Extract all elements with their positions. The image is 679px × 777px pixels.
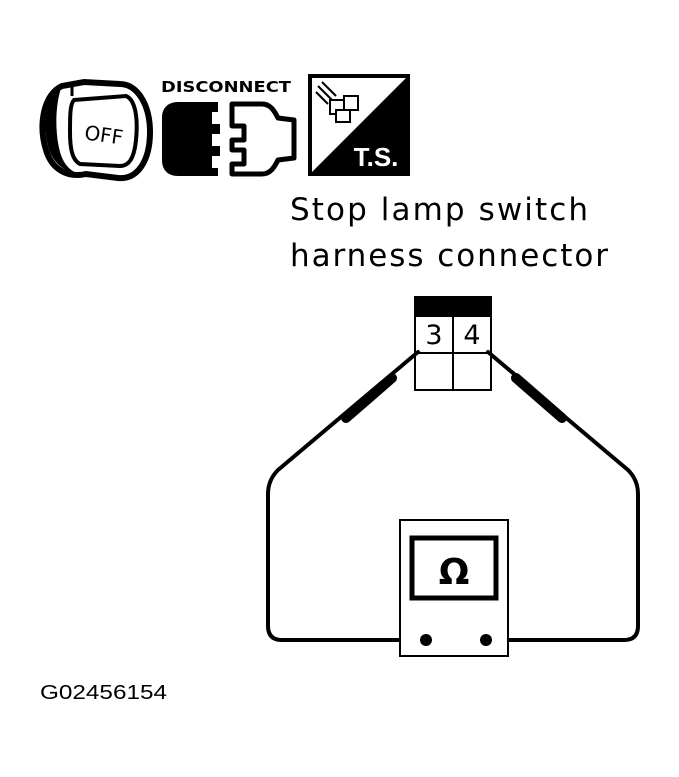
- ignition-off-label: OFF: [83, 120, 125, 149]
- left-test-lead: [266, 350, 428, 642]
- harness-connector: 3 4: [414, 296, 492, 391]
- disconnect-connector-icon: DISCONNECT: [161, 78, 297, 177]
- test-station-label: T.S.: [354, 142, 399, 172]
- meter-terminal-right: [480, 634, 492, 646]
- connector-title-line2: harness connector: [290, 238, 608, 274]
- ignition-key-icon: OFF: [39, 78, 154, 182]
- figure-id: G02456154: [40, 682, 167, 704]
- ohmmeter-icon: Ω: [399, 519, 509, 657]
- meter-terminal-left: [420, 634, 432, 646]
- test-leads: [266, 350, 640, 642]
- test-station-icon: T.S.: [308, 74, 410, 176]
- right-probe: [511, 373, 567, 423]
- disconnect-label: DISCONNECT: [161, 78, 292, 96]
- connector-pin-4: 4: [463, 320, 480, 351]
- left-probe: [341, 373, 397, 423]
- connector-title-line1: Stop lamp switch: [290, 192, 588, 228]
- connector-pin-3: 3: [425, 320, 442, 351]
- right-test-lead: [484, 350, 640, 642]
- ohm-symbol: Ω: [439, 552, 470, 593]
